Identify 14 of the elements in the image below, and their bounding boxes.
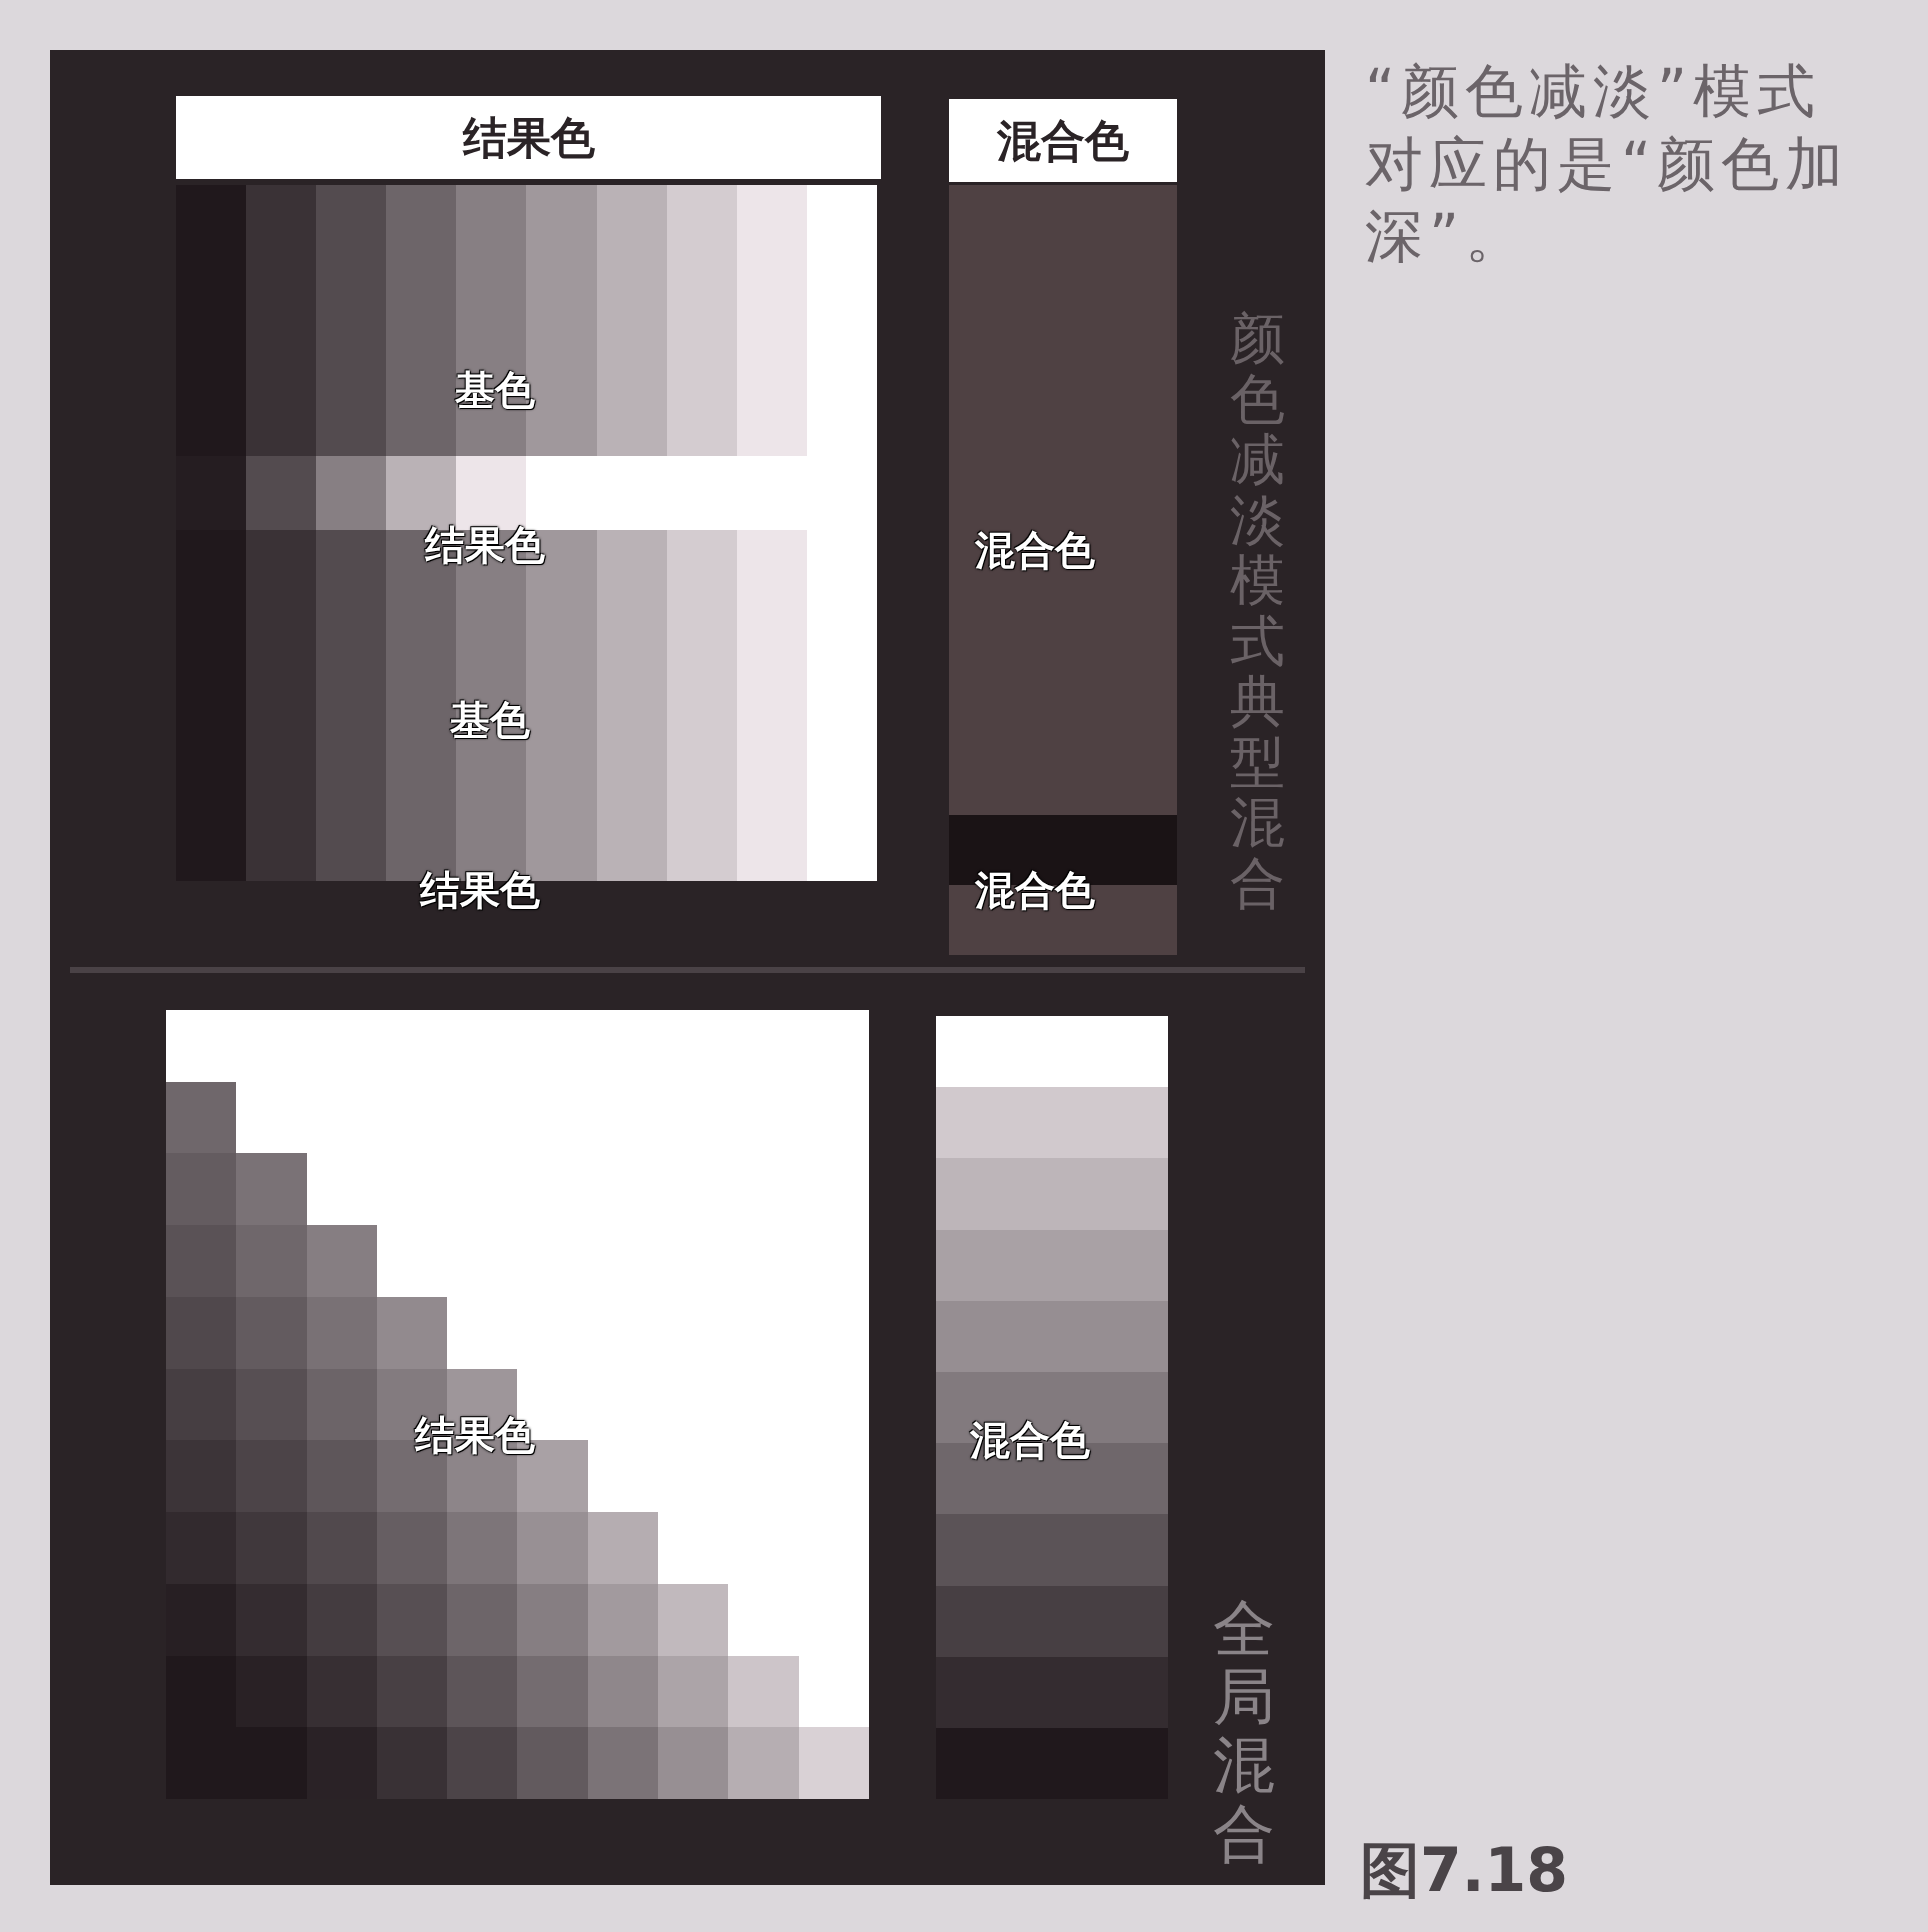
swatch-label: 混合色 xyxy=(975,866,1095,915)
header-box: 结果色 xyxy=(176,96,881,179)
swatch-label: 混合色 xyxy=(970,1416,1090,1465)
header-box: 混合色 xyxy=(949,99,1177,182)
swatch-label: 基色 xyxy=(450,696,530,745)
note-text: “颜色减淡”模式对应的是“颜色加深”。 xyxy=(1365,56,1851,272)
swatch-label: 结果色 xyxy=(420,866,540,915)
swatch-label: 结果色 xyxy=(415,1411,535,1460)
figure-caption: 图7.18 xyxy=(1360,1834,1569,1907)
swatch-label: 混合色 xyxy=(975,526,1095,575)
vertical-label: 全局混合 xyxy=(1213,1595,1275,1868)
swatch-label: 基色 xyxy=(455,366,535,415)
vertical-label: 颜色减淡模式典型混合 xyxy=(1230,308,1285,913)
swatch-label: 结果色 xyxy=(425,521,545,570)
